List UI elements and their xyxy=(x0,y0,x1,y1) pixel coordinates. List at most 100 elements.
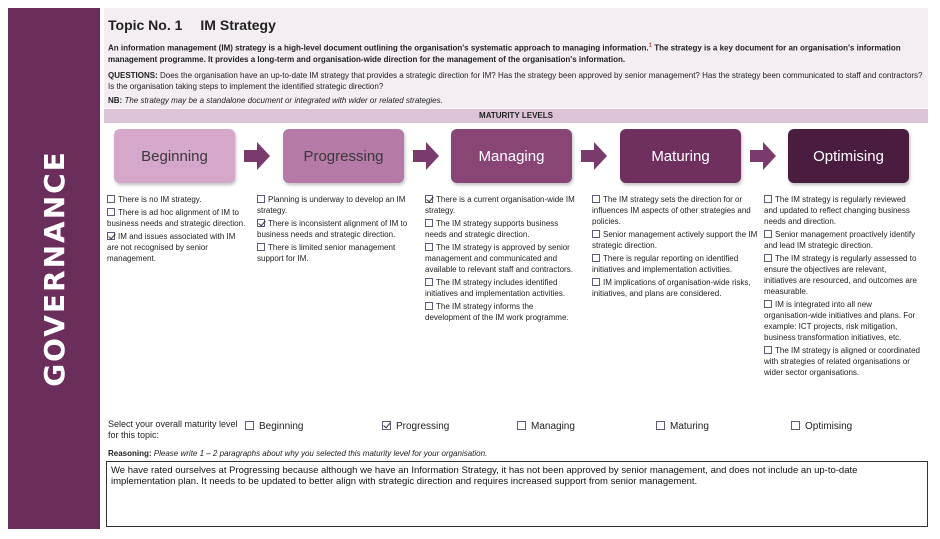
reasoning-prompt: Reasoning: Please write 1 – 2 paragraphs… xyxy=(108,449,487,458)
criteria-checkbox[interactable] xyxy=(592,230,600,238)
criteria-item: There is regular reporting on identified… xyxy=(592,253,760,275)
criteria-item: IM is integrated into all new organisati… xyxy=(764,299,920,343)
topic-title: Topic No. 1 IM Strategy xyxy=(108,17,276,33)
level-box-maturing: Maturing xyxy=(620,129,741,183)
criteria-checkbox[interactable] xyxy=(425,302,433,310)
option-label: Progressing xyxy=(396,421,450,432)
criteria-checkbox[interactable] xyxy=(592,195,600,203)
sidebar-label: GOVERNANCE xyxy=(37,150,71,387)
option-beginning[interactable]: Beginning xyxy=(245,421,303,432)
criteria-checkbox[interactable] xyxy=(107,195,115,203)
level-box-progressing: Progressing xyxy=(283,129,404,183)
reasoning-label: Reasoning: xyxy=(108,449,152,458)
criteria-column-beginning: There is no IM strategy. There is ad hoc … xyxy=(107,194,247,266)
maturity-levels-header: MATURITY LEVELS xyxy=(104,109,928,123)
option-managing[interactable]: Managing xyxy=(517,421,575,432)
nb-text: The strategy may be a standalone documen… xyxy=(122,96,443,105)
criteria-item: There is a current organisation-wide IM … xyxy=(425,194,581,216)
criteria-text: Senior management proactively identify a… xyxy=(764,230,916,250)
criteria-item: The IM strategy is approved by senior ma… xyxy=(425,242,581,275)
topic-number: Topic No. 1 xyxy=(108,17,183,33)
criteria-item: The IM strategy informs the development … xyxy=(425,301,581,323)
option-label: Maturing xyxy=(670,421,709,432)
criteria-column-maturing: The IM strategy sets the direction for o… xyxy=(592,194,760,301)
option-label: Managing xyxy=(531,421,575,432)
topic-intro: An information management (IM) strategy … xyxy=(108,41,924,65)
option-progressing[interactable]: Progressing xyxy=(382,421,449,432)
criteria-item: There is inconsistent alignment of IM to… xyxy=(257,218,415,240)
topic-header: Topic No. 1 IM Strategy An information ma… xyxy=(104,8,928,108)
option-checkbox[interactable] xyxy=(517,421,526,430)
criteria-checkbox[interactable] xyxy=(764,254,772,262)
arrow-right-icon xyxy=(244,142,270,170)
criteria-text: Planning is underway to develop an IM st… xyxy=(257,195,406,215)
criteria-text: The IM strategy supports business needs … xyxy=(425,219,559,239)
criteria-checkbox[interactable] xyxy=(425,278,433,286)
criteria-checkbox[interactable] xyxy=(592,254,600,262)
criteria-item: Planning is underway to develop an IM st… xyxy=(257,194,415,216)
criteria-checkbox[interactable] xyxy=(764,195,772,203)
criteria-item: The IM strategy is regularly assessed to… xyxy=(764,253,920,297)
option-checkbox[interactable] xyxy=(245,421,254,430)
criteria-item: There is limited senior management suppo… xyxy=(257,242,415,264)
reasoning-answer-text: We have rated ourselves at Progressing b… xyxy=(111,465,858,487)
criteria-text: IM and issues associated with IM are not… xyxy=(107,232,236,263)
criteria-item: IM implications of organisation-wide ris… xyxy=(592,277,760,299)
criteria-item: There is no IM strategy. xyxy=(107,194,247,205)
criteria-checkbox[interactable] xyxy=(425,243,433,251)
criteria-text: There is ad hoc alignment of IM to busin… xyxy=(107,208,246,228)
option-checkbox[interactable] xyxy=(791,421,800,430)
criteria-item: Senior management actively support the I… xyxy=(592,229,760,251)
intro-text: An information management (IM) strategy … xyxy=(108,43,649,53)
level-box-optimising: Optimising xyxy=(788,129,909,183)
criteria-item: Senior management proactively identify a… xyxy=(764,229,920,251)
option-checkbox[interactable] xyxy=(656,421,665,430)
criteria-column-progressing: Planning is underway to develop an IM st… xyxy=(257,194,415,266)
criteria-checkbox[interactable] xyxy=(764,230,772,238)
arrow-right-icon xyxy=(750,142,776,170)
governance-sidebar: GOVERNANCE xyxy=(8,8,100,529)
criteria-text: The IM strategy is aligned or coordinate… xyxy=(764,346,920,377)
topic-note: NB: The strategy may be a standalone doc… xyxy=(108,96,443,105)
criteria-column-managing: There is a current organisation-wide IM … xyxy=(425,194,581,325)
criteria-text: IM is integrated into all new organisati… xyxy=(764,300,916,342)
criteria-checkbox[interactable] xyxy=(764,300,772,308)
criteria-checkbox[interactable] xyxy=(257,243,265,251)
reasoning-instruction: Please write 1 – 2 paragraphs about why … xyxy=(151,449,488,458)
footnote-link[interactable]: 1 xyxy=(648,43,652,49)
criteria-text: The IM strategy is approved by senior ma… xyxy=(425,243,573,274)
criteria-checkbox[interactable] xyxy=(107,232,115,240)
option-maturing[interactable]: Maturing xyxy=(656,421,709,432)
criteria-text: The IM strategy includes identified init… xyxy=(425,278,566,298)
criteria-checkbox[interactable] xyxy=(257,219,265,227)
option-optimising[interactable]: Optimising xyxy=(791,421,852,432)
criteria-text: The IM strategy is regularly reviewed an… xyxy=(764,195,910,226)
option-checkbox[interactable] xyxy=(382,421,391,430)
criteria-item: IM and issues associated with IM are not… xyxy=(107,231,247,264)
criteria-checkbox[interactable] xyxy=(425,219,433,227)
reasoning-answer-field[interactable]: We have rated ourselves at Progressing b… xyxy=(106,461,928,527)
questions-text: Does the organisation have an up-to-date… xyxy=(108,71,923,91)
nb-label: NB: xyxy=(108,96,123,105)
criteria-text: There is no IM strategy. xyxy=(118,195,202,204)
criteria-text: The IM strategy informs the development … xyxy=(425,302,569,322)
questions-label: QUESTIONS: xyxy=(108,71,158,80)
criteria-text: There is limited senior management suppo… xyxy=(257,243,396,263)
criteria-column-optimising: The IM strategy is regularly reviewed an… xyxy=(764,194,920,380)
criteria-checkbox[interactable] xyxy=(257,195,265,203)
criteria-checkbox[interactable] xyxy=(425,195,433,203)
criteria-checkbox[interactable] xyxy=(764,346,772,354)
level-box-managing: Managing xyxy=(451,129,572,183)
criteria-text: There is inconsistent alignment of IM to… xyxy=(257,219,408,239)
option-label: Beginning xyxy=(259,421,304,432)
criteria-checkbox[interactable] xyxy=(107,208,115,216)
criteria-checkbox[interactable] xyxy=(592,278,600,286)
criteria-item: The IM strategy is regularly reviewed an… xyxy=(764,194,920,227)
criteria-text: The IM strategy sets the direction for o… xyxy=(592,195,751,226)
criteria-text: There is regular reporting on identified… xyxy=(592,254,739,274)
criteria-item: There is ad hoc alignment of IM to busin… xyxy=(107,207,247,229)
criteria-text: There is a current organisation-wide IM … xyxy=(425,195,575,215)
criteria-item: The IM strategy includes identified init… xyxy=(425,277,581,299)
topic-name: IM Strategy xyxy=(200,17,276,33)
option-label: Optimising xyxy=(805,421,853,432)
